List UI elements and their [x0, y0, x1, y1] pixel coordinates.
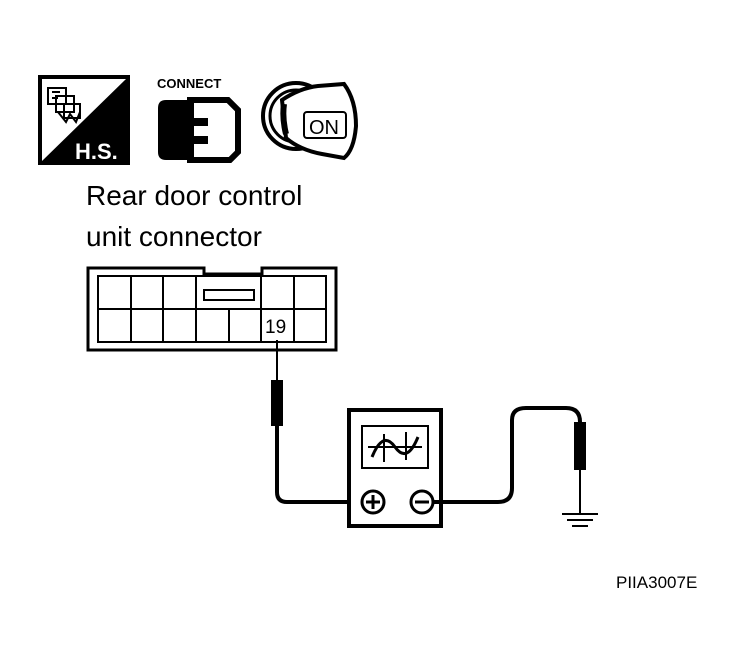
rear-door-control-unit-connector: 19	[86, 266, 338, 352]
connect-label: CONNECT	[157, 76, 221, 91]
pin-19-label: 19	[265, 317, 286, 338]
positive-terminal-icon	[360, 489, 386, 515]
positive-probe-lead	[271, 340, 372, 504]
harness-support-label: H.S.	[75, 139, 118, 164]
ignition-on-label: ON	[309, 117, 339, 139]
oscilloscope-meter	[347, 408, 443, 528]
ground-icon	[562, 513, 598, 527]
figure-code: PIIA3007E	[616, 573, 697, 592]
harness-support-icon: H.S.	[38, 75, 130, 165]
connector-title-line1: Rear door control	[86, 180, 302, 211]
ignition-key-on-icon: ON	[261, 81, 359, 161]
negative-terminal-icon	[409, 489, 435, 515]
connect-icon: CONNECT	[157, 76, 241, 163]
negative-probe-lead	[433, 406, 586, 514]
connector-title-line2: unit connector	[86, 221, 262, 252]
